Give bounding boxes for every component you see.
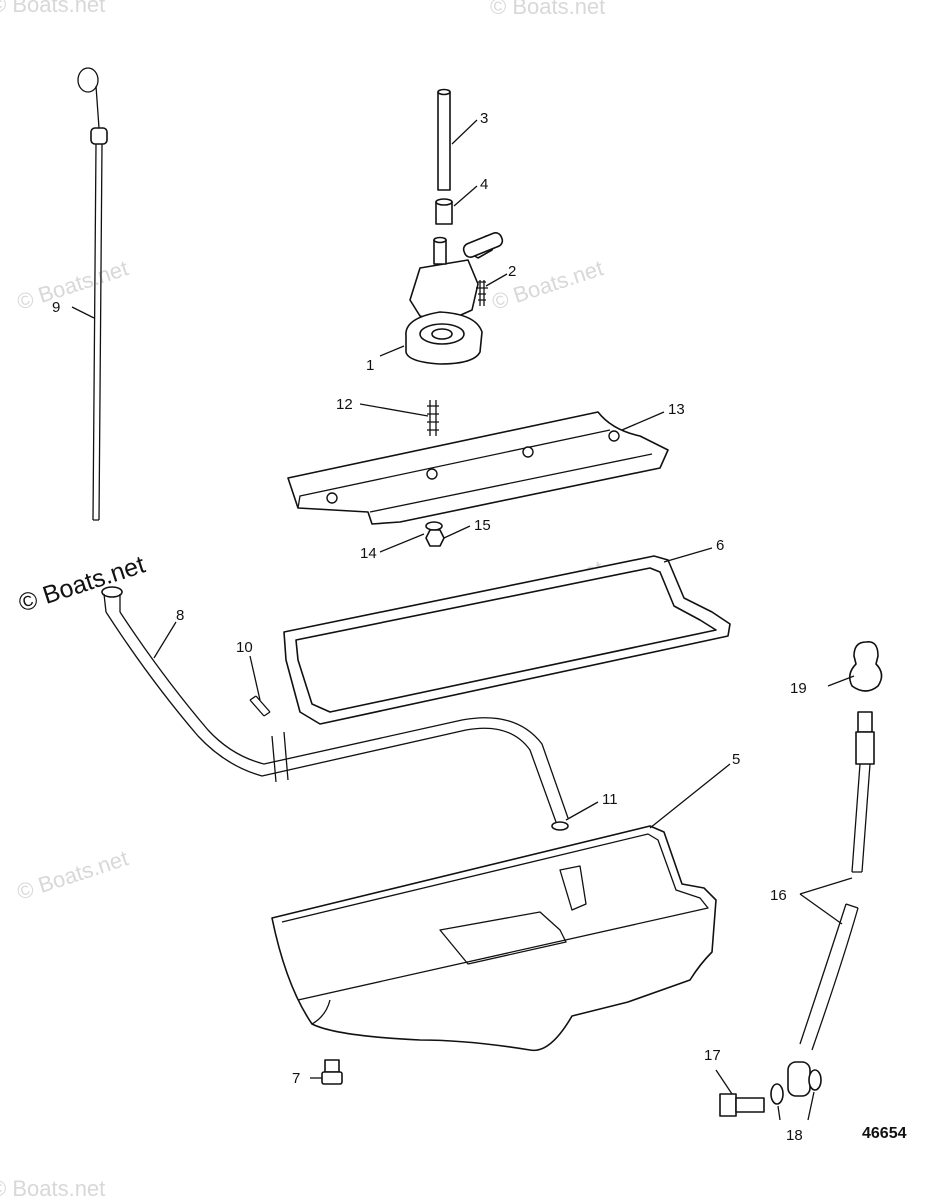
watermark-bottom-left: © Boats.net <box>0 1176 105 1200</box>
callout-7: 7 <box>292 1070 300 1087</box>
part-shaft-sleeve <box>435 198 453 225</box>
part-o-ring <box>551 821 569 831</box>
callout-10: 10 <box>236 639 253 656</box>
callout-labels: 1 2 3 4 5 6 7 8 9 10 11 12 13 14 15 16 1… <box>52 110 807 1144</box>
watermark-top-center: © Boats.net <box>490 0 605 19</box>
watermark-center-upper: © Boats.net <box>489 255 606 314</box>
part-drain-plug <box>321 1059 343 1085</box>
leader-lines <box>71 119 855 1121</box>
callout-14: 14 <box>360 545 377 562</box>
part-adapter-bolt <box>719 1093 765 1117</box>
part-washer <box>425 521 443 531</box>
part-windage-tray <box>287 411 669 525</box>
part-nut <box>425 529 445 547</box>
watermark-left-lower: © Boats.net <box>14 845 131 904</box>
part-oil-pan-gasket <box>283 555 731 725</box>
callout-18: 18 <box>786 1127 803 1144</box>
part-drain-hose <box>787 711 875 1097</box>
callout-9: 9 <box>52 299 60 316</box>
figure-number: 46654 <box>862 1125 907 1142</box>
part-sealing-washers <box>770 1069 822 1105</box>
watermark-main: © Boats.net <box>15 551 148 618</box>
part-oil-pan <box>271 825 717 1052</box>
callout-4: 4 <box>480 176 488 193</box>
part-hose-cap <box>848 640 883 692</box>
callout-11: 11 <box>602 791 618 808</box>
callout-13: 13 <box>668 401 685 418</box>
callout-16: 16 <box>770 887 787 904</box>
part-dipstick <box>77 67 108 521</box>
callout-6: 6 <box>716 537 724 554</box>
part-pump-bolt <box>476 280 488 306</box>
callout-8: 8 <box>176 607 184 624</box>
watermark-left-upper: © Boats.net <box>14 255 131 314</box>
part-dipstick-tube <box>101 586 569 823</box>
callout-2: 2 <box>508 263 516 280</box>
part-tube-bolt <box>249 695 271 717</box>
callout-1: 1 <box>366 357 374 374</box>
part-oil-pump <box>405 232 504 365</box>
callout-15: 15 <box>474 517 491 534</box>
watermark-top-left: © Boats.net <box>0 0 105 17</box>
callout-19: 19 <box>790 680 807 697</box>
part-pump-shaft <box>437 88 451 191</box>
callout-12: 12 <box>336 396 353 413</box>
callout-5: 5 <box>732 751 740 768</box>
callout-17: 17 <box>704 1047 721 1064</box>
callout-3: 3 <box>480 110 488 127</box>
part-baffle-stud <box>427 400 439 436</box>
